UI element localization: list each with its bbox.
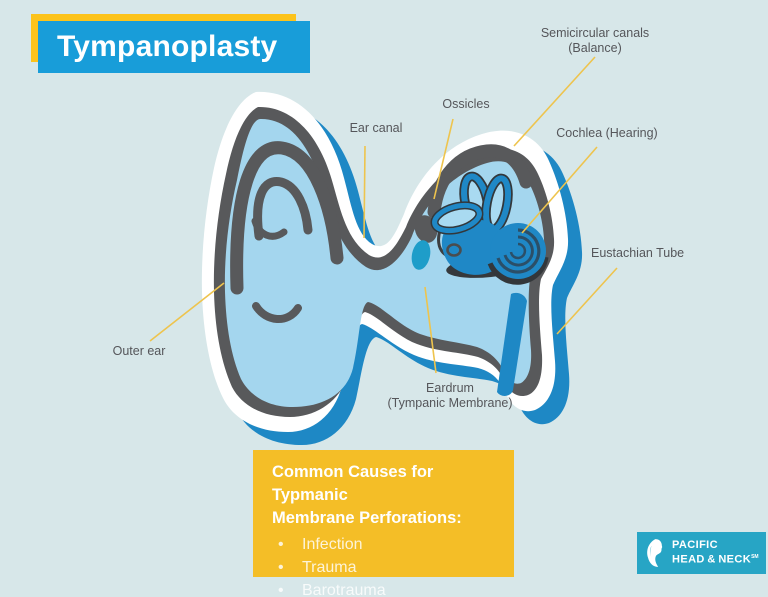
pacific-head-neck-logo: PACIFIC HEAD & NECKSM [637,532,766,574]
tube-shadow-stripe [497,292,527,396]
outer-ear-folds [230,141,344,323]
logo-text: PACIFIC HEAD & NECKSM [672,540,759,566]
title-banner: Tympanoplasty [38,21,310,73]
label-ossicles: Ossicles [442,97,490,111]
leader-line-semicircular [513,56,596,147]
label-eardrum-line2: (Tympanic Membrane) [387,395,513,410]
label-semicircular-line2: (Balance) [568,40,622,55]
causes-item-infection: Infection [272,533,500,556]
leader-line-ossicles [433,118,454,200]
leader-line-ear-canal [363,145,366,239]
causes-item-barotrauma: Barotrauma [272,579,500,597]
leader-line-outer-ear [149,282,225,342]
label-eardrum: Eardrum (Tympanic Membrane) [387,381,512,410]
label-semicircular-canals: Semicircular canals (Balance) [541,26,649,55]
logo-servicemark: SM [751,553,759,560]
logo-line1: PACIFIC [672,539,718,552]
lateral-canal-loop [430,201,484,235]
label-eardrum-line1: Eardrum [426,381,474,395]
face-profile-icon [647,539,663,567]
causes-list: Infection Trauma Barotrauma [272,533,500,597]
causes-heading-line1: Common Causes for Typmanic [272,463,434,504]
causes-heading-line2: Membrane Perforations: [272,509,462,527]
logo-line2: HEAD & NECKSM [672,553,759,566]
label-semicircular-line1: Semicircular canals [540,26,650,40]
page-title: Tympanoplasty [57,30,278,63]
leader-line-cochlea [521,146,598,234]
label-outer-ear: Outer ear [112,344,166,358]
cochlea-spiral [487,223,549,285]
eardrum-membrane [411,240,431,270]
middle-ear-arch [427,144,533,219]
label-eustachian-tube: Eustachian Tube [591,246,685,260]
label-cochlea: Cochlea (Hearing) [556,126,658,140]
stapes-ring [446,243,462,257]
label-ear-canal: Ear canal [349,121,403,135]
leader-line-eustachian [556,267,618,335]
leader-lines [149,56,618,374]
causes-box: Common Causes for Typmanic Membrane Perf… [253,450,514,597]
causes-item-trauma: Trauma [272,556,500,579]
leader-line-eardrum [424,286,437,374]
